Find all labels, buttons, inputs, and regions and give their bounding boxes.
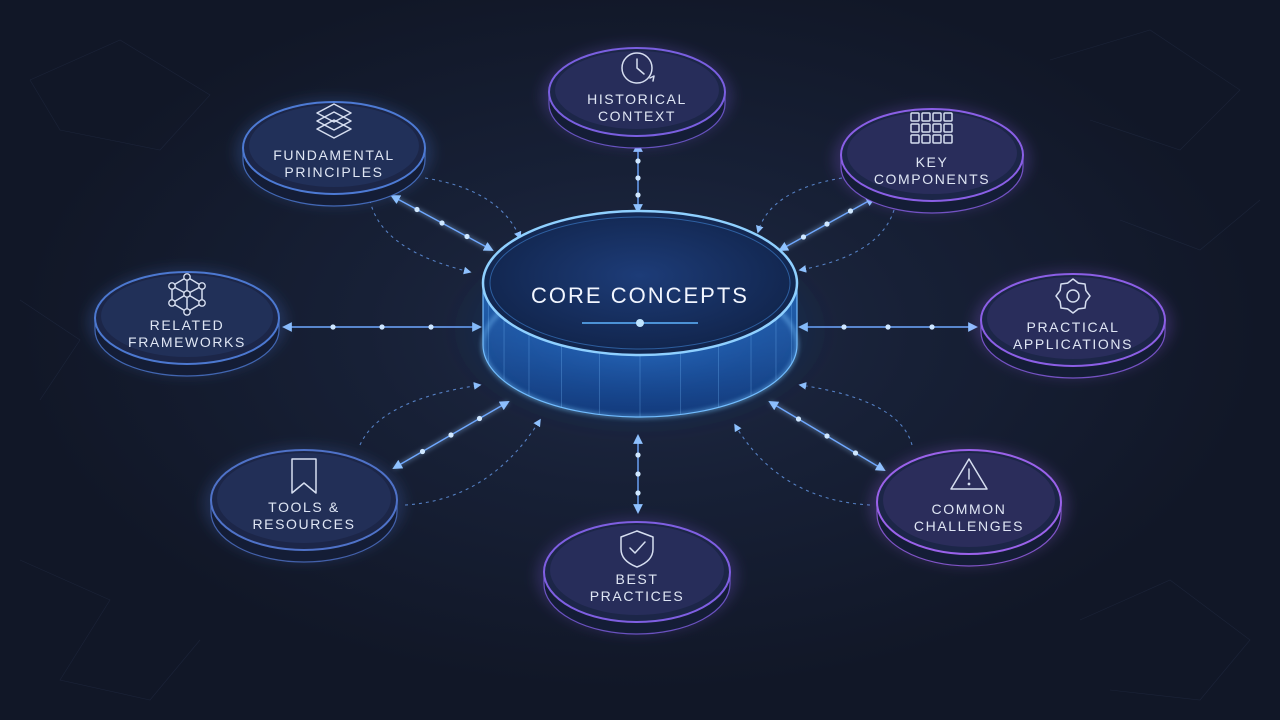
node-sheen (555, 51, 719, 129)
node-sheen (101, 275, 273, 357)
link-dot (448, 432, 454, 438)
node-top (242, 101, 426, 195)
link-dot (852, 450, 859, 456)
link-dot (841, 324, 847, 330)
link-dot (635, 490, 641, 496)
network-icon (168, 273, 206, 316)
node-label-historical-context-1: CONTEXT (598, 108, 676, 124)
link-dot (419, 448, 426, 455)
node-sheen (550, 525, 724, 615)
node-label-historical-context-0: HISTORICAL (587, 91, 687, 107)
curved-link-key-components (798, 209, 895, 273)
link-dot (824, 221, 830, 227)
node-label-common-challenges-1: CHALLENGES (914, 518, 1024, 534)
node-top (210, 449, 398, 551)
core-underline-dot (636, 319, 644, 327)
node-label-fundamental-principles-1: PRINCIPLES (284, 164, 383, 180)
link-dot (330, 324, 336, 330)
curved-link-tools-resources (404, 418, 541, 506)
node-label-tools-resources-0: TOOLS & (268, 499, 340, 515)
link-dot (885, 324, 891, 330)
curved-link-common-challenges (734, 423, 871, 506)
warning-icon (950, 458, 988, 490)
link-dot (635, 452, 641, 458)
link-dot (795, 416, 802, 422)
node-label-key-components-1: COMPONENTS (874, 171, 990, 187)
node-top (548, 47, 726, 137)
bookmark-icon (291, 458, 317, 494)
node-label-practical-applications-1: APPLICATIONS (1013, 336, 1133, 352)
curved-link-common-challenges (798, 382, 913, 446)
link-dot (439, 220, 445, 226)
node-sheen (217, 453, 391, 543)
node-top (543, 521, 731, 623)
node-top (876, 449, 1062, 555)
node-label-best-practices-1: PRACTICES (590, 588, 685, 604)
background-network (19, 29, 1261, 701)
core-grid-lines (482, 283, 798, 417)
node-tools-resources[interactable]: TOOLS &RESOURCES (203, 446, 405, 563)
gear-icon (1055, 278, 1091, 314)
node-label-related-frameworks-0: RELATED (150, 317, 225, 333)
link-dot (379, 324, 385, 330)
link-dot (929, 324, 935, 330)
node-label-fundamental-principles-0: FUNDAMENTAL (273, 147, 395, 163)
core-concepts-node[interactable]: CORE CONCEPTS (440, 209, 840, 440)
core-title: CORE CONCEPTS (531, 283, 749, 308)
link-dot (476, 415, 483, 422)
link-dot (800, 234, 807, 240)
curved-link-fundamental-principles (424, 177, 522, 240)
node-sheen (883, 453, 1055, 547)
node-top (94, 271, 280, 365)
layers-icon (316, 103, 352, 139)
grid-icon (910, 112, 953, 144)
link-dot (428, 324, 434, 330)
link-dot (635, 175, 641, 181)
curved-link-key-components (755, 177, 843, 234)
link-dot (635, 192, 641, 198)
link-dot (635, 471, 641, 477)
link-dot (464, 233, 470, 240)
curved-link-tools-resources (359, 382, 482, 446)
node-top (980, 273, 1166, 367)
node-label-best-practices-0: BEST (616, 571, 659, 587)
clock-icon (621, 52, 655, 84)
node-sheen (987, 277, 1159, 359)
node-label-common-challenges-0: COMMON (932, 501, 1007, 517)
shield-check-icon (620, 530, 654, 568)
link-dot (414, 206, 420, 213)
link-dot (847, 208, 854, 214)
link-dot (635, 158, 641, 164)
node-label-related-frameworks-1: FRAMEWORKS (128, 334, 246, 350)
node-top (840, 108, 1024, 202)
node-sheen (249, 105, 419, 187)
node-label-tools-resources-1: RESOURCES (252, 516, 355, 532)
node-label-practical-applications-0: PRACTICAL (1027, 319, 1120, 335)
node-label-key-components-0: KEY (916, 154, 949, 170)
link-dot (824, 433, 830, 439)
node-sheen (847, 112, 1017, 194)
